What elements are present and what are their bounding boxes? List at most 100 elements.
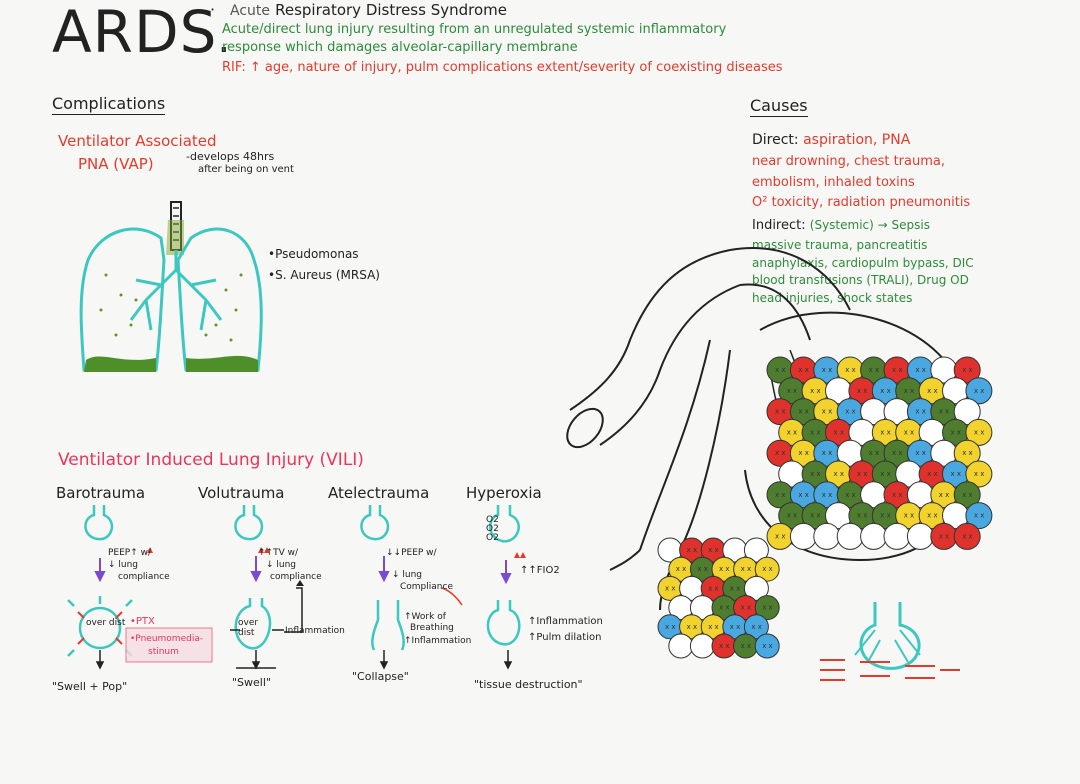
indirect-line-4: head injuries, shock states (752, 291, 913, 305)
page-title: ARDS. (52, 0, 232, 66)
alveolus-face: x x (880, 512, 891, 520)
alveolus-face: x x (845, 408, 856, 416)
alveolus-face: x x (892, 366, 903, 374)
alveolus-sac (953, 356, 981, 384)
baro-note-3: compliance (118, 572, 170, 582)
direct-label: Direct: (752, 132, 799, 148)
alveolus-face: x x (857, 470, 868, 478)
alveolus-face: x x (974, 512, 985, 520)
alveolus-face: x x (751, 623, 762, 631)
type-hyperoxia: Hyperoxia (466, 484, 542, 502)
volu-note-2: ↓ lung (266, 560, 297, 570)
alveolus-face: x x (741, 604, 752, 612)
alveolus-face: x x (787, 512, 798, 520)
baro-alveolus-label: over dist (86, 618, 126, 628)
alveolus-face: x x (687, 546, 698, 554)
alveolus-face: x x (857, 512, 868, 520)
atel-effect-3: ↑Inflammation (404, 636, 472, 646)
alveolus-face: x x (857, 387, 868, 395)
alveolus-face: x x (719, 565, 730, 573)
alveolus-sac (754, 595, 780, 621)
volu-effect: Inflammation (285, 626, 345, 636)
hyper-effect-2: ↑Pulm dilation (528, 632, 602, 643)
hyper-effect-1: ↑Inflammation (528, 616, 603, 627)
alveolus-face: x x (687, 623, 698, 631)
alveolus-face: x x (741, 565, 752, 573)
alveolus-face: x x (719, 642, 730, 650)
volu-summary: "Swell" (232, 676, 271, 689)
alveolus-face: x x (798, 491, 809, 499)
alveoli-illustration: x x x x x x x x x x x x x x x x x x x x x x x x x x x… (566, 247, 993, 681)
alveolus-face: x x (927, 470, 938, 478)
organism-staph: •S. Aureus (MRSA) (268, 268, 380, 282)
alveolus-face: x x (915, 408, 926, 416)
atel-note-2: ↓ lung (392, 570, 423, 580)
indirect-line-3: blood transfusions (TRALI), Drug OD (752, 273, 969, 287)
alveolus-face: x x (775, 449, 786, 457)
alveolus-face: x x (708, 546, 719, 554)
alveolus-sac (743, 575, 769, 601)
alveolus-face: x x (915, 366, 926, 374)
lungs-illustration (79, 201, 263, 372)
alveolus-face: x x (775, 532, 786, 540)
alveolus-face: x x (708, 623, 719, 631)
alveolus-face: x x (962, 491, 973, 499)
alveolus-face: x x (951, 470, 962, 478)
atel-effect-2: Breathing (410, 623, 454, 633)
vap-title: Ventilator Associated (58, 132, 217, 150)
indirect-line-2: anaphylaxis, cardiopulm bypass, DIC (752, 256, 974, 270)
alveolus-face: x x (665, 623, 676, 631)
alveolus-face: x x (741, 642, 752, 650)
alveolus-face: x x (962, 532, 973, 540)
baro-effect-stinum: stinum (148, 647, 179, 657)
risk-factors: RIF: ↑ age, nature of injury, pulm compl… (222, 60, 783, 75)
alveolus-face: x x (762, 604, 773, 612)
alveolus-face: x x (939, 491, 950, 499)
alveolus-face: x x (880, 470, 891, 478)
alveolus-sac (953, 522, 981, 550)
baro-effect-pneumo: •Pneumomedia- (130, 634, 204, 644)
alveolus-face: x x (810, 428, 821, 436)
baro-effect-ptx: •PTX (130, 616, 155, 627)
alveolus-face: x x (951, 428, 962, 436)
alveolus-face: x x (798, 366, 809, 374)
alveolus-face: x x (904, 512, 915, 520)
type-barotrauma: Barotrauma (56, 484, 146, 502)
definition-line-1: Acute/direct lung injury resulting from … (222, 22, 727, 37)
alveolus-face: x x (719, 604, 730, 612)
alveolus-face: x x (892, 449, 903, 457)
alveolus-face: x x (810, 470, 821, 478)
organism-pseudomonas: •Pseudomonas (268, 247, 359, 261)
alveolus-face: x x (762, 642, 773, 650)
alveolus-face: x x (845, 491, 856, 499)
alveolus-face: x x (775, 408, 786, 416)
hyper-summary: "tissue destruction" (474, 678, 583, 691)
alveolus-face: x x (822, 408, 833, 416)
baro-note-2: ↓ lung (108, 560, 139, 570)
alveolus-face: x x (775, 366, 786, 374)
acute-word: Acute (230, 3, 271, 19)
causes-indirect: Indirect: (Systemic) → Sepsis (752, 218, 930, 233)
direct-line-1: aspiration, PNA (803, 132, 911, 148)
alveolus-face: x x (974, 428, 985, 436)
alveolus-face: x x (892, 491, 903, 499)
alveolus-face: x x (845, 366, 856, 374)
vap-note-1: -develops 48hrs (186, 150, 275, 163)
alveolus-sac (965, 460, 993, 488)
atel-note-1: ↓↓PEEP w/ (386, 548, 437, 558)
alveolus-sac (743, 614, 769, 640)
alveolus-face: x x (775, 491, 786, 499)
alveolus-face: x x (904, 387, 915, 395)
alveolus-face: x x (810, 512, 821, 520)
alveolus-face: x x (697, 565, 708, 573)
alveolus-face: x x (904, 428, 915, 436)
type-volutrauma: Volutrauma (198, 484, 285, 502)
alveolus-face: x x (880, 387, 891, 395)
alveolus-face: x x (939, 408, 950, 416)
vap-abbr: PNA (VAP) (78, 155, 154, 173)
alveolus-face: x x (787, 387, 798, 395)
vap-note-2: after being on vent (198, 164, 294, 175)
title-full: Acute Respiratory Distress Syndrome (230, 0, 507, 19)
syndrome-name: Respiratory Distress Syndrome (275, 1, 507, 19)
